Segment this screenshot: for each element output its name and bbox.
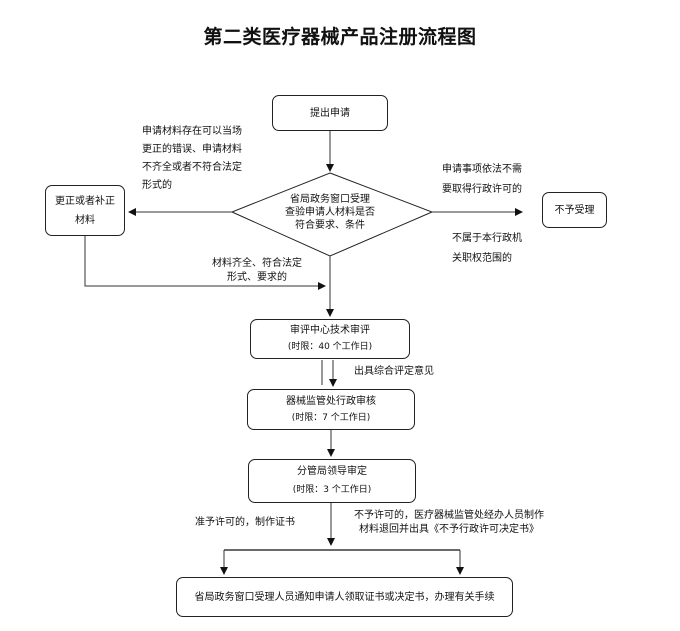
node-leader-approve: 分管局领导审定 (时限：3 个工作日)	[248, 459, 416, 503]
node-admin-review-name: 器械监管处行政审核	[286, 395, 376, 407]
label-no-permit-line-2: 要取得行政许可的	[442, 184, 522, 195]
label-correctable-line-1: 申请材料存在可以当场	[142, 126, 242, 137]
decision-line-2: 查验申请人材料是否	[285, 207, 375, 218]
node-leader-approve-time: (时限：3 个工作日)	[292, 485, 372, 495]
node-correct-line-1: 更正或者补正	[55, 195, 115, 207]
label-correctable: 申请材料存在可以当场 更正的错误、申请材料 不齐全或者不符合法定 形式的	[142, 123, 242, 195]
decision-text: 省局政务窗口受理 查验申请人材料是否 符合要求、条件	[262, 193, 398, 232]
label-correctable-line-4: 形式的	[142, 180, 172, 191]
decision-line-1: 省局政务窗口受理	[290, 194, 370, 205]
node-submit-label: 提出申请	[310, 107, 350, 119]
node-notify: 省局政务窗口受理人员通知申请人领取证书或决定书，办理有关手续	[176, 577, 513, 617]
page-title: 第二类医疗器械产品注册流程图	[203, 26, 477, 48]
node-correct: 更正或者补正 材料	[45, 185, 125, 236]
label-out-of-scope: 不属于本行政机 关职权范围的	[452, 229, 522, 269]
label-opinion: 出具综合评定意见	[354, 366, 434, 377]
node-leader-approve-name: 分管局领导审定	[297, 466, 367, 477]
label-out-of-scope-line-1: 不属于本行政机	[452, 233, 522, 244]
label-correctable-line-3: 不齐全或者不符合法定	[142, 162, 242, 173]
node-submit: 提出申请	[272, 95, 388, 131]
node-tech-review-time: (时限：40 个工作日)	[287, 342, 373, 352]
label-out-of-scope-line-2: 关职权范围的	[452, 253, 512, 264]
node-correct-line-2: 材料	[75, 214, 95, 226]
node-admin-review-time: (时限：7 个工作日)	[291, 412, 371, 423]
label-no-permit-needed: 申请事项依法不需 要取得行政许可的	[442, 160, 522, 200]
label-approved: 准予许可的，制作证书	[195, 517, 295, 528]
arrow-correct-to-mainline	[84, 236, 326, 290]
node-notify-label: 省局政务窗口受理人员通知申请人领取证书或决定书，办理有关手续	[194, 591, 495, 603]
label-complete-line-2: 形式、要求的	[227, 272, 287, 283]
label-complete-line-1: 材料齐全、符合法定	[212, 258, 302, 269]
label-correctable-line-2: 更正的错误、申请材料	[142, 144, 242, 155]
label-denied-line-2: 材料退回并出具《不予行政许可决定书》	[359, 524, 539, 535]
label-complete: 材料齐全、符合法定 形式、要求的	[212, 257, 302, 285]
node-tech-review-name: 审评中心技术审评	[290, 325, 370, 336]
label-denied: 不予许可的，医疗器械监管处经办人员制作 材料退回并出具《不予行政许可决定书》	[354, 509, 544, 537]
decision-line-3: 符合要求、条件	[295, 220, 365, 231]
label-no-permit-line-1: 申请事项依法不需	[442, 164, 522, 175]
node-reject: 不予受理	[542, 192, 607, 228]
node-reject-label: 不予受理	[554, 204, 595, 216]
node-admin-review: 器械监管处行政审核 (时限：7 个工作日)	[247, 389, 415, 430]
label-denied-line-1: 不予许可的，医疗器械监管处经办人员制作	[354, 510, 544, 521]
node-tech-review: 审评中心技术审评 (时限：40 个工作日)	[250, 319, 410, 359]
